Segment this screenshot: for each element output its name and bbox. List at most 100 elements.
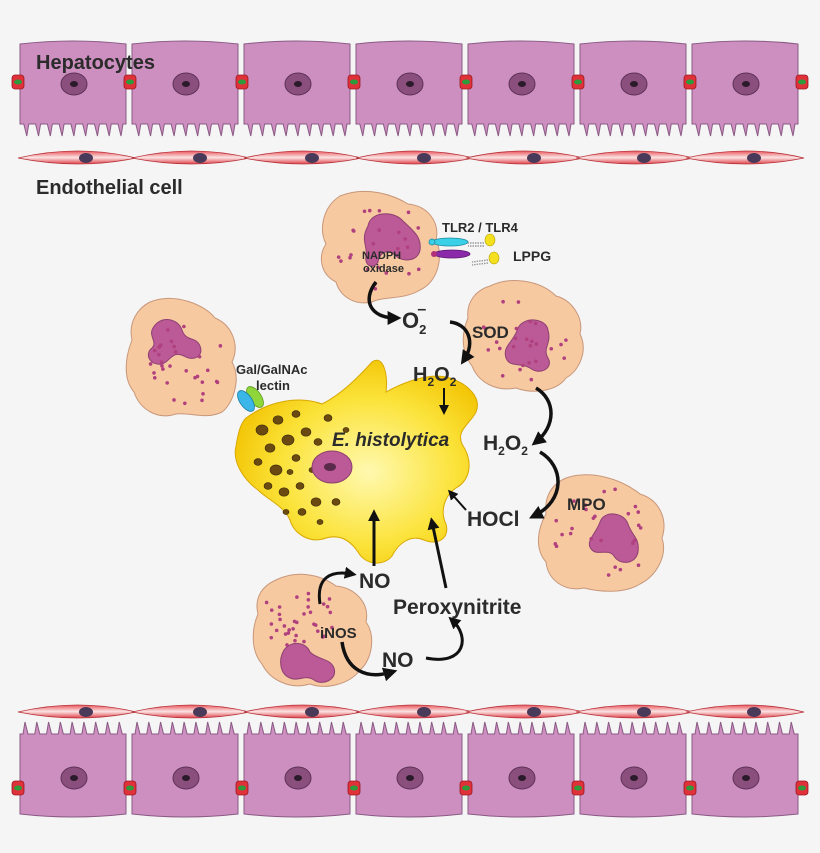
cell-junction-core — [14, 785, 22, 791]
granule — [570, 526, 574, 531]
granule — [377, 208, 382, 213]
granule — [486, 348, 491, 352]
granule — [200, 380, 205, 384]
vacuole — [269, 464, 283, 476]
inos-label: iNOS — [320, 625, 357, 642]
endothelial-nucleus — [417, 153, 431, 163]
granule — [308, 610, 313, 615]
amoeba-nucleolus — [324, 463, 336, 471]
neutrophil-sod — [462, 280, 584, 392]
neutrophil-inos — [252, 573, 373, 687]
granule — [534, 342, 539, 346]
cell-junction-core — [686, 785, 694, 791]
lectin-icon — [237, 386, 264, 412]
granule — [269, 635, 274, 640]
hepatocyte-nucleolus — [406, 775, 414, 781]
endothelial-cell — [575, 704, 695, 719]
granule — [278, 617, 282, 622]
granule — [514, 326, 519, 331]
endothelial-nucleus — [305, 153, 319, 163]
hepatocyte-nucleolus — [294, 81, 302, 87]
granule — [554, 518, 559, 523]
vacuole — [313, 438, 323, 446]
vacuoles — [253, 410, 350, 525]
cell-junction-core — [126, 79, 134, 85]
endothelial-nucleus — [79, 707, 93, 717]
granule — [630, 541, 635, 546]
vacuole — [255, 424, 269, 436]
vacuole — [281, 434, 295, 446]
neutrophil-mpo — [538, 474, 665, 592]
hepatocyte-row-top — [11, 40, 809, 137]
hepatocyte-nucleolus — [518, 81, 526, 87]
granule — [494, 340, 499, 344]
granule — [172, 398, 176, 402]
vacuole — [295, 482, 305, 490]
endothelial-cell — [17, 150, 137, 165]
cell-junction-core — [238, 785, 246, 791]
granule — [638, 526, 643, 530]
gal-galnac-label: Gal/GalNAc — [236, 362, 308, 377]
endothelial-cell — [243, 150, 363, 165]
e-histolytica-label: E. histolytica — [332, 430, 450, 451]
granule — [371, 241, 376, 246]
granule — [349, 253, 353, 257]
granule — [589, 537, 594, 541]
endothelial-nucleus — [527, 707, 541, 717]
endothelial-nucleus — [305, 707, 319, 717]
vacuole — [263, 482, 273, 490]
granule — [376, 265, 380, 270]
granule — [201, 391, 205, 396]
granule — [593, 514, 597, 519]
granule — [294, 633, 298, 638]
granule — [200, 398, 204, 403]
vacuole — [291, 410, 301, 418]
granule — [197, 354, 202, 359]
granule — [148, 362, 153, 366]
superoxide-label: O2– — [402, 301, 426, 337]
granule — [618, 567, 623, 572]
endothelial-label: Endothelial cell — [36, 177, 183, 199]
endothelial-cell — [243, 704, 363, 719]
peroxynitrite-label: Peroxynitrite — [393, 596, 521, 619]
granule — [583, 503, 588, 507]
vacuole — [323, 414, 333, 422]
hepatocyte-nucleolus — [406, 81, 414, 87]
lectin-label: lectin — [256, 378, 290, 393]
granules — [481, 299, 568, 382]
granule — [500, 373, 505, 378]
vacuole — [331, 498, 341, 506]
endothelial-nucleus — [747, 153, 761, 163]
hepatocyte-nucleolus — [294, 775, 302, 781]
granule — [529, 377, 534, 382]
e-histolytica-amoeba — [234, 359, 478, 564]
cell-junction-core — [350, 785, 358, 791]
granule — [269, 622, 274, 626]
granule — [321, 602, 326, 606]
granule — [325, 604, 330, 609]
granules — [553, 487, 643, 577]
cell-junction-core — [462, 785, 470, 791]
granule — [636, 523, 641, 528]
granule — [516, 300, 521, 304]
endothelial-cell — [355, 150, 475, 165]
granule — [606, 573, 611, 577]
endothelial-cell — [17, 704, 137, 719]
granule — [613, 565, 617, 569]
granule — [159, 360, 164, 364]
granule — [302, 612, 306, 616]
granule — [632, 538, 637, 543]
granule — [530, 339, 534, 344]
granule — [152, 376, 157, 380]
endothelial-nucleus — [747, 707, 761, 717]
tlr-label: TLR2 / TLR4 — [442, 220, 519, 235]
granule — [295, 595, 299, 599]
granule — [264, 600, 269, 605]
granule — [348, 255, 352, 260]
granule — [626, 511, 631, 516]
nadph-label-1: NADPH — [362, 250, 401, 262]
granule — [193, 375, 197, 380]
vacuole — [310, 497, 322, 507]
hepatocyte-nucleolus — [630, 775, 638, 781]
granule — [327, 597, 332, 601]
